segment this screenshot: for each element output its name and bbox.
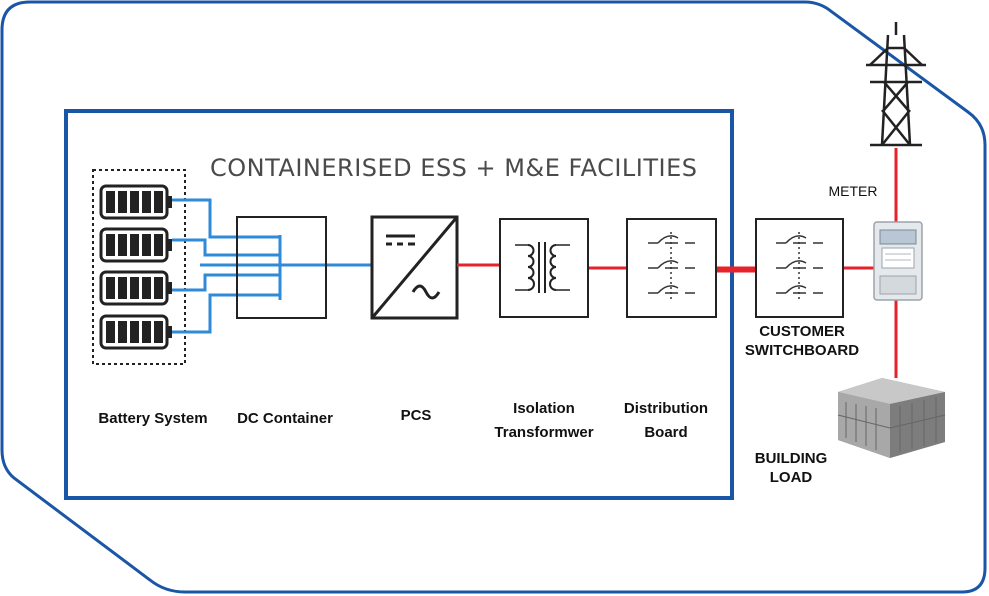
battery-icon <box>99 184 172 220</box>
battery-system-group <box>92 169 186 365</box>
label-pcs: PCS <box>400 407 432 424</box>
battery-icon <box>99 227 172 263</box>
building-icon <box>837 378 946 458</box>
circuit-breaker-icon <box>755 218 844 318</box>
ess-container-box <box>64 109 734 500</box>
circuit-breaker-icon <box>626 218 717 318</box>
label-battery-system: Battery System <box>98 410 208 427</box>
label-meter: METER <box>828 183 878 199</box>
transformer-icon <box>499 218 589 318</box>
label-isolation-transformer: Isolation Transformwer <box>494 400 594 441</box>
electric-meter-icon <box>873 221 923 301</box>
diagram-title: CONTAINERISED ESS + M&E FACILITIES <box>210 154 698 182</box>
ac-wiring <box>457 148 898 378</box>
dc-wiring <box>172 198 372 334</box>
transmission-tower-icon <box>866 22 926 147</box>
label-building-load: BUILDING LOAD <box>754 450 828 486</box>
battery-icon <box>99 314 172 350</box>
label-distribution-board: Distribution Board <box>623 400 709 441</box>
inverter-icon <box>370 215 459 320</box>
battery-icon <box>99 270 172 306</box>
battery-rack-frame <box>92 169 186 365</box>
label-dc-container: DC Container <box>237 410 333 427</box>
dc-container-box <box>236 216 327 319</box>
label-customer-switchboard: CUSTOMER SWITCHBOARD <box>744 323 860 359</box>
